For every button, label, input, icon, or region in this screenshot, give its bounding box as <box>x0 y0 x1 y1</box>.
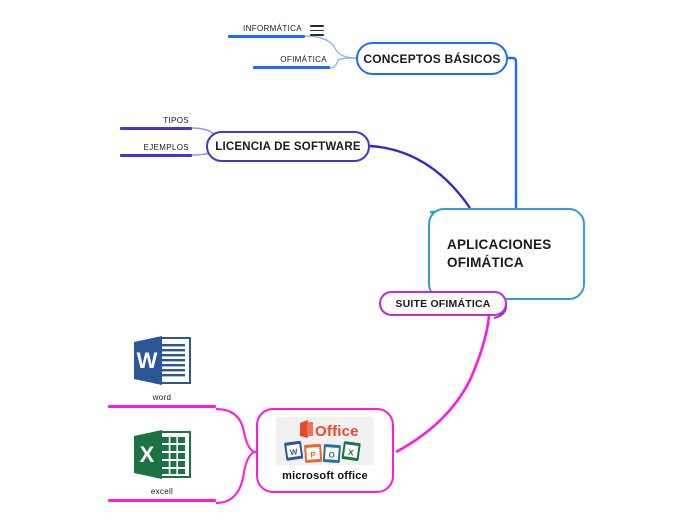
word-icon: W <box>131 334 193 390</box>
node-central-aplicaciones-ofimatica[interactable]: APLICACIONES OFIMÁTICA <box>428 208 585 300</box>
menu-icon-line-3 <box>310 34 324 36</box>
leaf-informatica[interactable]: INFORMÁTICA <box>228 23 305 38</box>
svg-text:W: W <box>137 348 158 373</box>
leaf-tipos-label: TIPOS <box>163 116 189 125</box>
link-licencia-to-central <box>369 144 471 209</box>
menu-icon[interactable] <box>310 25 324 36</box>
link-central-to-office <box>395 299 491 454</box>
leaf-informatica-label: INFORMÁTICA <box>243 24 302 33</box>
leaf-ofimatica-underline <box>253 66 330 69</box>
leaf-tipos[interactable]: TIPOS <box>120 115 192 130</box>
leaf-ofimatica-label: OFIMÁTICA <box>280 55 327 64</box>
leaf-informatica-underline <box>228 35 305 38</box>
menu-icon-line-1 <box>310 25 324 27</box>
node-suite-ofimatica[interactable]: SUITE OFIMÁTICA <box>379 291 507 316</box>
excel-icon: X <box>131 428 193 484</box>
leaf-word-underline <box>108 405 216 408</box>
leaf-ejemplos[interactable]: EJEMPLOS <box>120 142 192 157</box>
leaf-ejemplos-label: EJEMPLOS <box>143 143 189 152</box>
menu-icon-line-2 <box>310 29 324 32</box>
svg-text:X: X <box>140 442 155 467</box>
svg-text:O: O <box>328 450 335 459</box>
link-conceptos-to-central <box>508 56 518 212</box>
office-suite-image: Office W P O <box>276 417 374 465</box>
node-microsoft-office[interactable]: Office W P O <box>256 408 394 493</box>
svg-text:Office: Office <box>315 423 359 440</box>
leaf-ofimatica[interactable]: OFIMÁTICA <box>253 54 330 69</box>
node-licencia-de-software-label: LICENCIA DE SOFTWARE <box>215 140 361 153</box>
leaf-excel-underline <box>108 499 216 502</box>
node-conceptos-basicos[interactable]: CONCEPTOS BÁSICOS <box>356 42 508 75</box>
svg-text:W: W <box>289 447 298 457</box>
node-licencia-de-software[interactable]: LICENCIA DE SOFTWARE <box>206 131 370 162</box>
svg-text:P: P <box>310 450 317 459</box>
link-word-to-office <box>215 408 257 453</box>
node-central-label: APLICACIONES OFIMÁTICA <box>447 236 552 270</box>
svg-text:X: X <box>348 448 355 458</box>
leaf-excel-label: excell <box>150 487 174 496</box>
link-excel-to-office <box>215 451 257 504</box>
node-microsoft-office-label: microsoft office <box>282 470 368 482</box>
leaf-word-label: word <box>152 393 172 402</box>
leaf-ejemplos-underline <box>120 154 192 157</box>
leaf-tipos-underline <box>120 127 192 130</box>
leaf-word[interactable]: W word <box>108 334 216 408</box>
node-suite-ofimatica-label: SUITE OFIMÁTICA <box>395 297 491 310</box>
node-conceptos-basicos-label: CONCEPTOS BÁSICOS <box>363 51 501 66</box>
leaf-excel[interactable]: X excell <box>108 428 216 502</box>
link-ofimatica-branch <box>329 57 357 69</box>
